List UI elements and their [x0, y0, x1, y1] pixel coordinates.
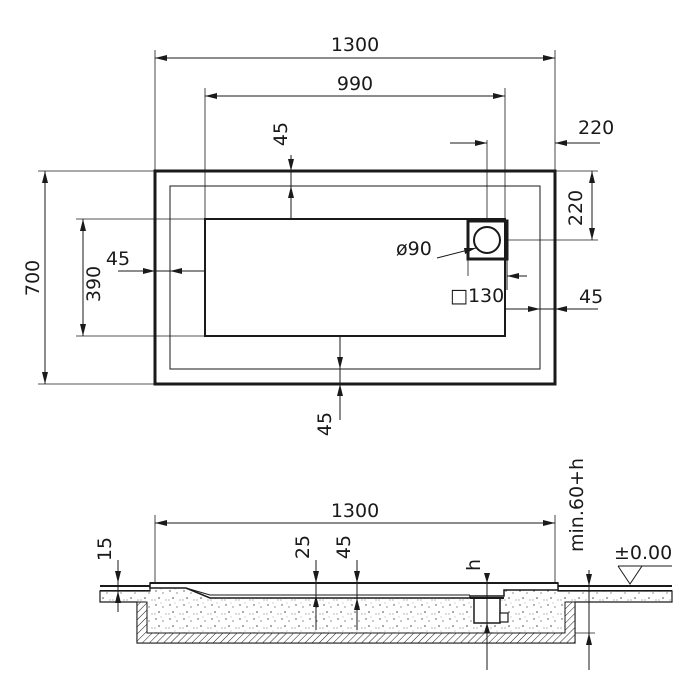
section-depth-45-label: 45 [333, 535, 355, 559]
plan-depth-label: 700 [22, 260, 44, 296]
section-wall-hatch [136, 601, 576, 644]
tray-outer-outline [153, 169, 557, 386]
tray-rim-outline [169, 185, 541, 370]
section-depth-25-label: 25 [292, 535, 314, 559]
plan-inner-width-label: 990 [337, 73, 373, 95]
section-floor-level-label: ±0.00 [614, 542, 672, 564]
plan-top-border-label: 45 [270, 122, 292, 146]
section-min-height-label: min.60+h [566, 458, 588, 552]
plan-view: 1300 990 45 220 220 700 [22, 34, 614, 436]
drain-circle [473, 226, 501, 254]
drain-top-offset-label: 220 [565, 190, 587, 226]
tray-basin-outline [204, 218, 506, 337]
drain-diameter-label: ø90 [396, 238, 432, 260]
drain-box-label: □130 [450, 285, 504, 307]
plan-right-border-label: 45 [579, 286, 603, 308]
drain-right-offset-label: 220 [578, 117, 614, 139]
section-rim-label: 15 [94, 537, 116, 561]
section-tray-body [149, 582, 559, 599]
plan-left-border-label: 45 [106, 248, 130, 270]
section-view: 1300 15 25 45 h min.60+h ±0.00 [94, 458, 673, 670]
plan-bottom-border-label: 45 [314, 412, 336, 436]
plan-inner-depth-label: 390 [83, 266, 105, 302]
section-width-label: 1300 [331, 500, 379, 522]
section-drain-height-label: h [463, 559, 485, 571]
plan-width-label: 1300 [331, 34, 379, 56]
